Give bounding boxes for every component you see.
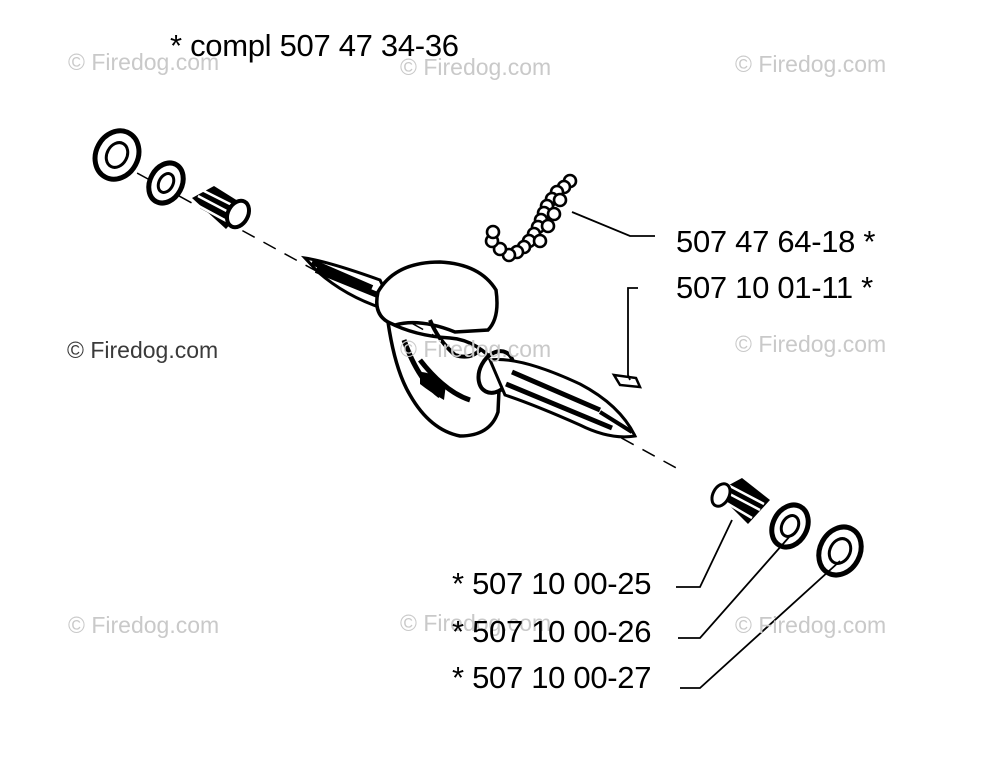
- needle-bearing-lower: [710, 478, 770, 524]
- ball-bearing-lower: [816, 524, 864, 578]
- leader-washer: [678, 535, 791, 639]
- part-label-ball-bearing: * 507 10 00-27: [452, 660, 652, 695]
- watermark: © Firedog.com: [400, 54, 552, 80]
- washer-upper: [146, 160, 186, 206]
- watermark: © Firedog.com: [68, 49, 220, 75]
- crankshaft: [300, 255, 638, 439]
- watermark: © Firedog.com: [68, 612, 220, 638]
- watermark: © Firedog.com: [400, 610, 552, 636]
- leader-needle-bearing: [676, 519, 733, 588]
- watermark: © Firedog.com: [735, 51, 887, 77]
- watermark: © Firedog.com: [400, 336, 552, 362]
- leader-needle-chain: [571, 211, 655, 237]
- leader-lines: [571, 211, 841, 689]
- watermark: © Firedog.com: [735, 331, 887, 357]
- needle-bearing-chain: [484, 173, 578, 263]
- needle-bearing-upper: [192, 186, 252, 230]
- part-label-needle-chain: 507 47 64-18 *: [676, 224, 876, 259]
- part-label-key: 507 10 01-11 *: [676, 270, 873, 305]
- compl-part-number: * compl 507 47 34-36: [170, 28, 459, 63]
- washer-lower: [769, 502, 811, 550]
- leader-key: [627, 287, 638, 381]
- part-label-thrust-washer: * 507 10 00-26: [452, 614, 652, 649]
- leader-ball-bearing: [680, 560, 841, 689]
- part-label-needle-bearing: * 507 10 00-25: [452, 566, 652, 601]
- ball-bearing-upper: [92, 128, 142, 182]
- woodruff-key: [611, 373, 643, 389]
- watermark: © Firedog.com: [735, 612, 887, 638]
- watermark: © Firedog.com: [67, 337, 219, 363]
